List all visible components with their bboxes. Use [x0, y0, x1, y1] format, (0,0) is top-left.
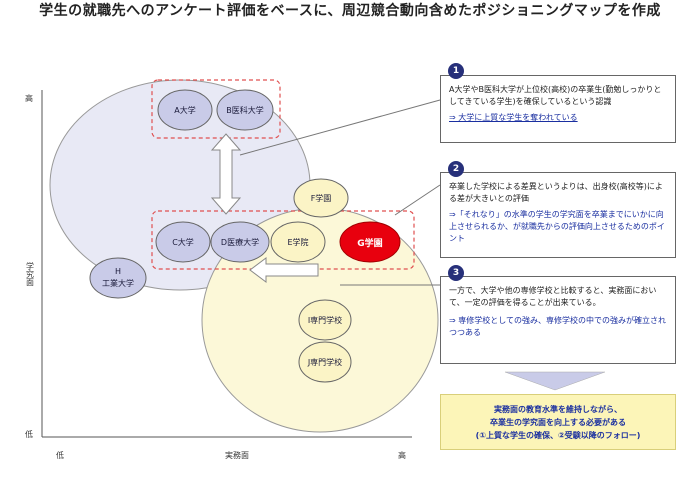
x-axis-low: 低 — [56, 450, 64, 460]
conclusion-box: 実務面の教育水準を維持しながら、 卒業生の学究面を向上する必要がある (①上質な… — [440, 394, 676, 450]
conclusion-line-1: 実務面の教育水準を維持しながら、 — [494, 405, 622, 414]
horizontal-arrow — [249, 257, 319, 283]
node-h-engineering-university: H 工業大学 — [89, 257, 147, 299]
callout-box-1: A大学やB医科大学が上位校(高校)の卒業生(勤勉しっかりとしてきている学生)を確… — [440, 75, 676, 143]
node-i-label: I専門学校 — [308, 315, 342, 325]
y-axis-high: 高 — [25, 93, 33, 103]
x-axis-label: 実務面 — [225, 450, 249, 460]
callout-3-body: 一方で、大学や他の専修学校と比較すると、実務面において、一定の評価を得ることが出… — [449, 286, 657, 307]
callout-box-2: 卒業した学校による差異というよりは、出身校(高校等)による差が大きいとの評価 ⇒… — [440, 172, 676, 258]
node-i-vocational-school: I専門学校 — [298, 299, 352, 341]
node-c-university: C大学 — [155, 221, 211, 263]
node-f-label: F学園 — [311, 193, 332, 203]
connector-2 — [394, 184, 441, 216]
top-group-box — [151, 79, 281, 139]
node-j-label: J専門学校 — [307, 357, 342, 367]
vertical-double-arrow — [210, 133, 242, 215]
node-b-medical-university: B医科大学 — [216, 89, 274, 131]
node-f-gakuen: F学園 — [293, 178, 349, 218]
node-d-medical-university: D医療大学 — [210, 221, 270, 263]
node-g-gakuen: G学園 — [339, 221, 401, 263]
node-e-gakuin: E学院 — [270, 221, 326, 263]
callout-box-3: 一方で、大学や他の専修学校と比較すると、実務面において、一定の評価を得ることが出… — [440, 276, 676, 364]
node-g-label: G学園 — [357, 237, 382, 249]
node-h-label-line1: H — [115, 267, 121, 276]
conclusion-line-2: 卒業生の学究面を向上する必要がある — [490, 418, 626, 427]
middle-group-box — [151, 210, 415, 270]
node-b-label: B医科大学 — [226, 105, 264, 115]
connector-1 — [239, 99, 441, 156]
callout-number-3: 3 — [448, 265, 464, 281]
callout-3-conclusion: ⇒ 専修学校としての強み、専修学校の中での強みが確立されつつある — [449, 316, 667, 337]
callout-1-conclusion: ⇒ 大学に上質な学生を奪われている — [449, 113, 578, 122]
callout-2-conclusion: ⇒「それなり」の水準の学生の学究面を卒業までにいかに向上させられるか、が就職先か… — [449, 210, 665, 243]
y-axis-label: 学究面 — [26, 261, 35, 287]
x-axis-high: 高 — [398, 450, 406, 460]
node-d-label: D医療大学 — [221, 237, 259, 247]
node-a-label: A大学 — [174, 105, 195, 115]
callout-2-body: 卒業した学校による差異というよりは、出身校(高校等)による差が大きいとの評価 — [449, 182, 663, 203]
page-title: 学生の就職先へのアンケート評価をベースに、周辺競合動向含めたポジショニングマップ… — [39, 3, 661, 19]
node-h-label-line2: 工業大学 — [102, 278, 134, 288]
y-axis-low: 低 — [25, 429, 33, 439]
down-arrow — [504, 371, 606, 391]
node-j-vocational-school: J専門学校 — [298, 341, 352, 383]
node-e-label: E学院 — [287, 237, 308, 247]
callout-1-body: A大学やB医科大学が上位校(高校)の卒業生(勤勉しっかりとしてきている学生)を確… — [449, 85, 662, 106]
node-c-label: C大学 — [172, 237, 194, 247]
callout-number-1: 1 — [448, 63, 464, 79]
conclusion-line-3: (①上質な学生の確保、②受験以降のフォロー) — [475, 431, 641, 440]
callout-number-2: 2 — [448, 161, 464, 177]
node-a-university: A大学 — [157, 89, 213, 131]
